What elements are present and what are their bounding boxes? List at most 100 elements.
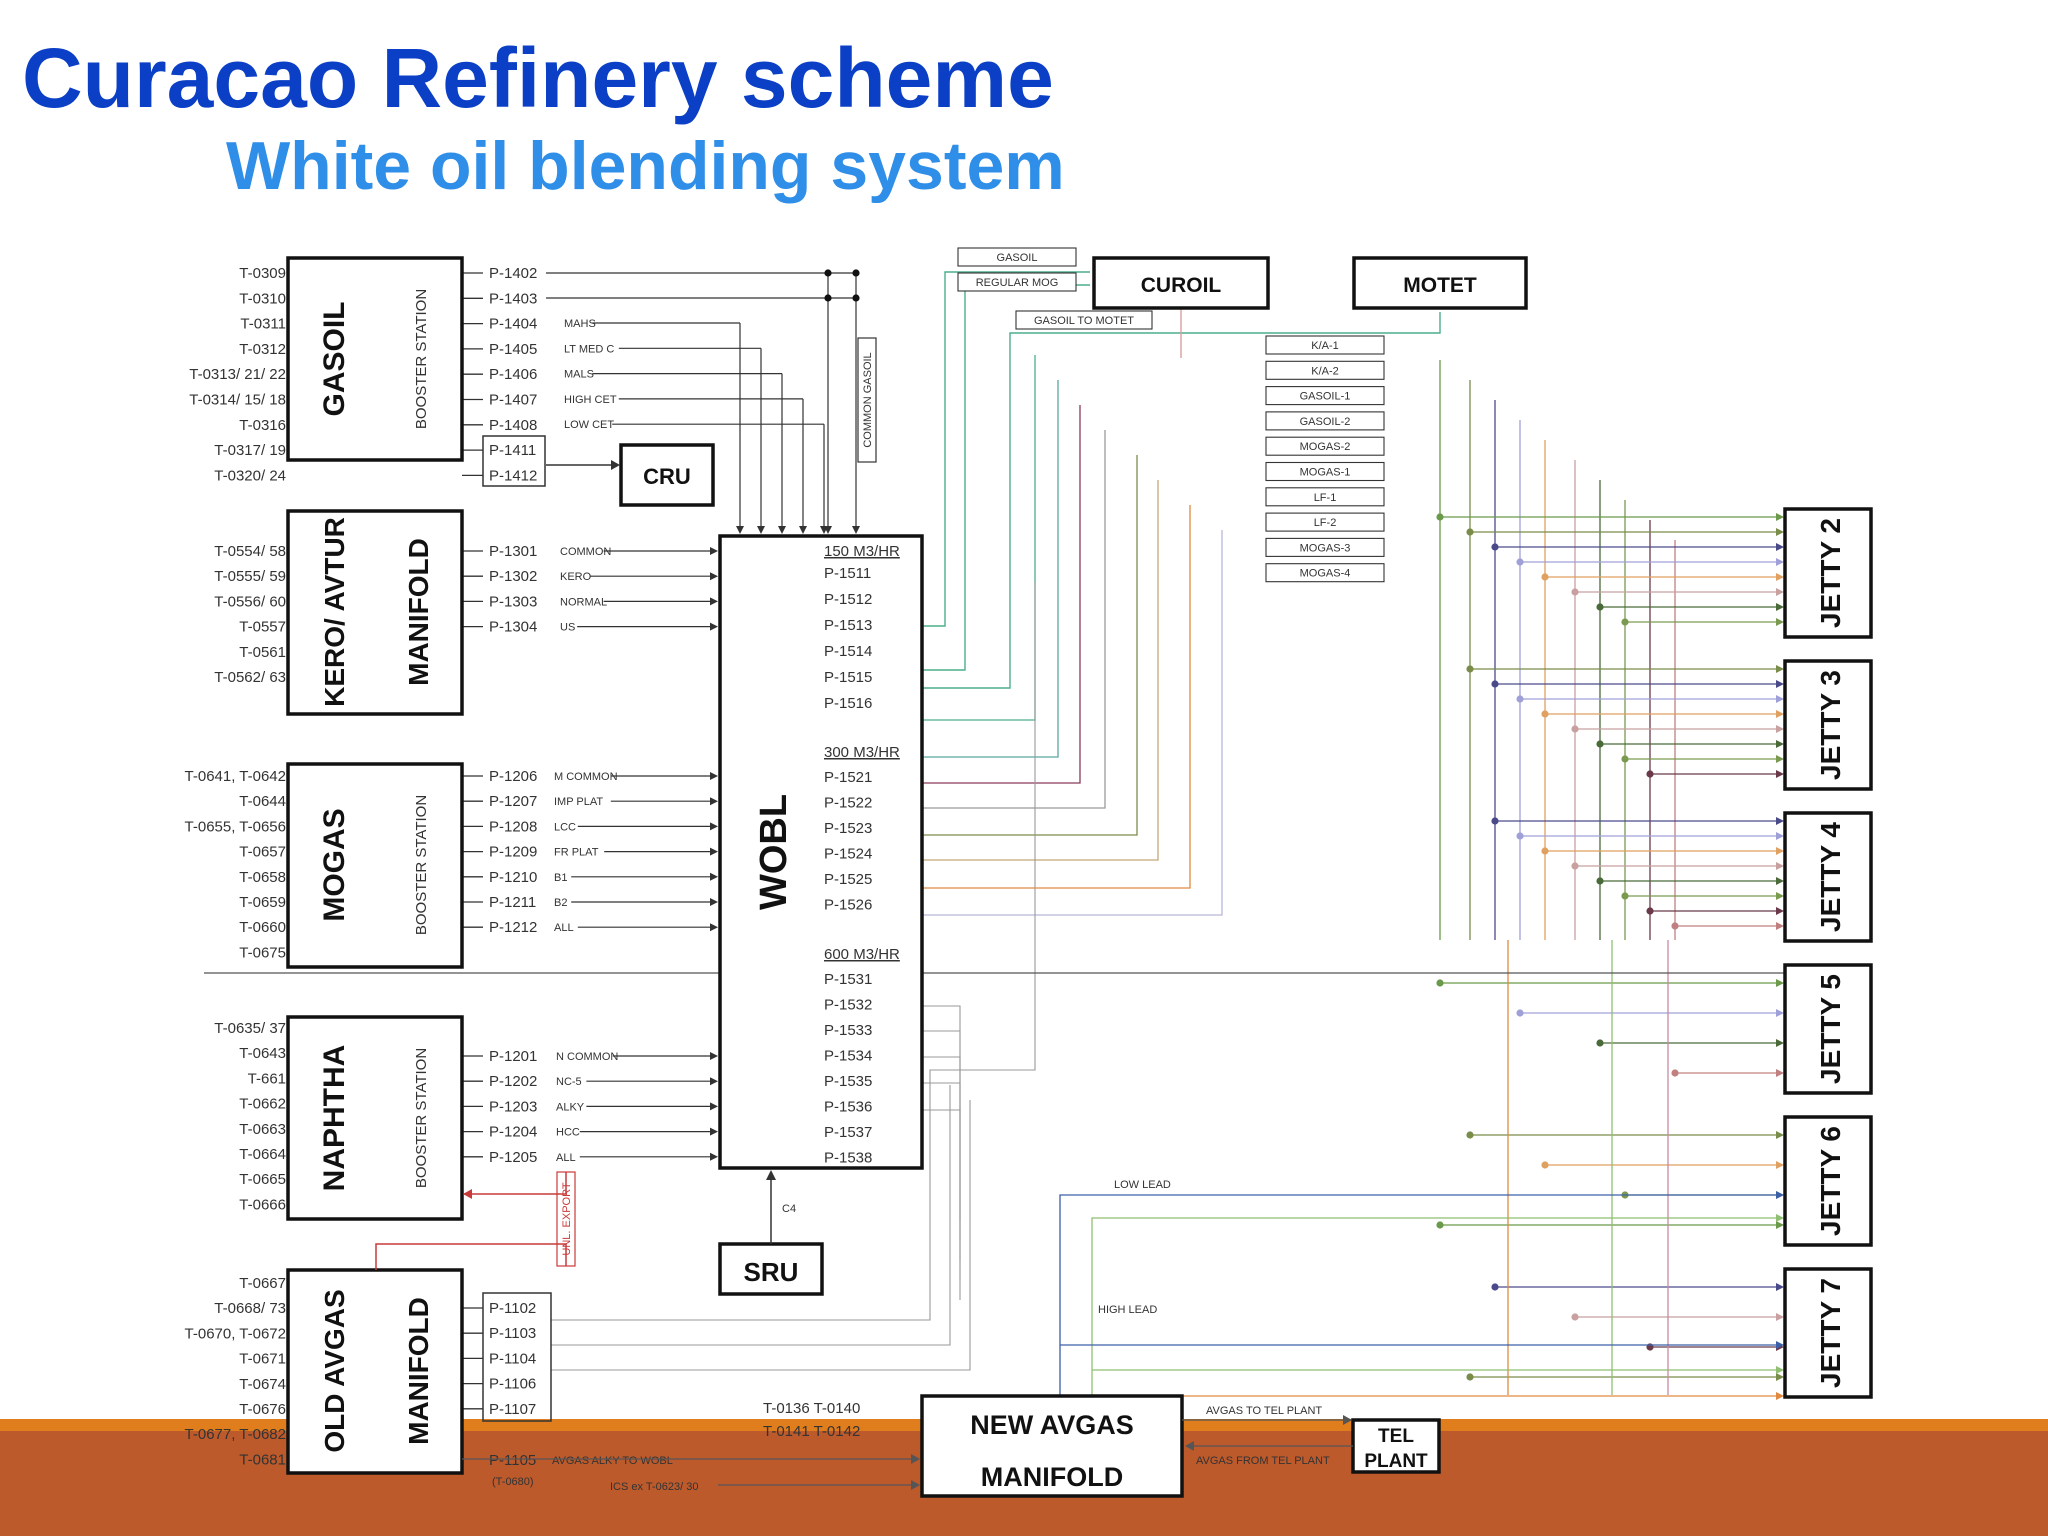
wobl-pump-2-1: P-1532 — [824, 997, 872, 1014]
top-label-0: GASOIL — [997, 252, 1038, 264]
naphtha-tank-1: T-0643 — [239, 1045, 286, 1062]
gasoil-tag-4: LOW CET — [564, 419, 614, 431]
kero-tank-2: T-0556/ 60 — [214, 593, 286, 610]
gasoil-tank-3: T-0312 — [239, 341, 286, 358]
wobl-pump-0-5: P-1516 — [824, 695, 872, 712]
kero-pump-2: P-1303 — [489, 593, 537, 610]
old-avgas-manifold-label: MANIFOLD — [403, 1297, 434, 1445]
mogas-tank-6: T-0660 — [239, 919, 286, 936]
wobl-pump-0-4: P-1515 — [824, 669, 872, 686]
low-lead-label: LOW LEAD — [1114, 1179, 1171, 1191]
avgas-pump-0: P-1102 — [489, 1300, 536, 1317]
old-avgas-label: OLD AVGAS — [319, 1289, 350, 1452]
avgas-pump-1: P-1103 — [489, 1325, 536, 1342]
gasoil-tank-7: T-0317/ 19 — [214, 442, 286, 459]
avgas-tank-6: T-0677, T-0682 — [185, 1426, 286, 1443]
avgas-tank-4: T-0674 — [239, 1376, 286, 1393]
product-label-5: MOGAS-1 — [1300, 467, 1351, 479]
gasoil-pump-5: P-1407 — [489, 392, 537, 409]
mogas-tank-7: T-0675 — [239, 944, 286, 961]
gasoil-pump-2: P-1404 — [489, 316, 537, 333]
mogas-tag-1: IMP PLAT — [554, 796, 603, 808]
avgas-tank-2: T-0670, T-0672 — [185, 1325, 286, 1342]
mogas-pump-2: P-1208 — [489, 818, 537, 835]
wobl-pump-2-7: P-1538 — [824, 1150, 872, 1167]
mogas-pump-4: P-1210 — [489, 869, 537, 886]
wobl-pump-2-6: P-1537 — [824, 1124, 872, 1141]
gasoil-booster-label: BOOSTER STATION — [413, 289, 430, 429]
wobl-label: WOBL — [753, 794, 795, 910]
cru-label: CRU — [643, 464, 691, 489]
wobl-pump-0-3: P-1514 — [824, 643, 872, 660]
jetty-label-4: JETTY 6 — [1815, 1126, 1846, 1236]
ics-label: ICS ex T-0623/ 30 — [610, 1481, 698, 1493]
mogas-tag-3: FR PLAT — [554, 847, 599, 859]
p1105-label: P-1105 — [489, 1452, 536, 1469]
product-label-1: K/A-2 — [1311, 365, 1339, 377]
naphtha-tag-4: ALL — [556, 1152, 576, 1164]
mogas-pump-1: P-1207 — [489, 793, 537, 810]
mogas-tank-2: T-0655, T-0656 — [185, 818, 286, 835]
wobl-pump-2-3: P-1534 — [824, 1048, 872, 1065]
avgas-tank-5: T-0676 — [239, 1401, 286, 1418]
static-diagram: GASOIL BOOSTER STATION KERO/ AVTUR MANIF… — [204, 256, 1862, 1498]
gasoil-label: GASOIL — [318, 301, 351, 416]
mogas-tank-3: T-0657 — [239, 844, 286, 861]
wobl-pump-2-4: P-1535 — [824, 1073, 872, 1090]
tel-label-1: TEL — [1378, 1426, 1414, 1447]
naphtha-box — [286, 1015, 464, 1221]
mogas-pump-6: P-1212 — [489, 919, 537, 936]
avgas-tanks-2: T-0141 T-0142 — [763, 1423, 860, 1440]
naphtha-tank-7: T-0666 — [239, 1196, 286, 1213]
kero-tank-3: T-0557 — [239, 619, 286, 636]
avgas-alky-label: AVGAS ALKY TO WOBL — [552, 1455, 673, 1467]
wobl-header-600: 600 M3/HR — [824, 946, 900, 963]
wobl-pump-2-0: P-1531 — [824, 971, 872, 988]
naphtha-pump-3: P-1204 — [489, 1124, 537, 1141]
avgas-to-tel: AVGAS TO TEL PLANT — [1206, 1405, 1322, 1417]
common-gasoil-label: COMMON GASOIL — [862, 352, 874, 447]
naphtha-label: NAPHTHA — [318, 1045, 351, 1192]
kero-manifold-label: MANIFOLD — [403, 538, 434, 686]
kero-tag-1: KERO — [560, 571, 592, 583]
gasoil-pump-6: P-1408 — [489, 417, 537, 434]
kero-tank-0: T-0554/ 58 — [214, 543, 286, 560]
avgas-pump-3: P-1106 — [489, 1376, 536, 1393]
gasoil-tag-1: LT MED C — [564, 343, 614, 355]
mogas-tank-5: T-0659 — [239, 894, 286, 911]
product-label-4: MOGAS-2 — [1300, 441, 1351, 453]
wobl-pump-0-0: P-1511 — [824, 565, 871, 582]
gasoil-tag-3: HIGH CET — [564, 394, 617, 406]
gasoil-tank-4: T-0313/ 21/ 22 — [189, 366, 286, 383]
naphtha-booster-label: BOOSTER STATION — [413, 1048, 430, 1188]
gasoil-pump-7: P-1411 — [489, 442, 536, 459]
mogas-tank-0: T-0641, T-0642 — [185, 768, 286, 785]
curoil-box — [1092, 256, 1270, 310]
wobl-pump-1-4: P-1525 — [824, 871, 872, 888]
product-label-3: GASOIL-2 — [1300, 416, 1351, 428]
mogas-pump-5: P-1211 — [489, 894, 536, 911]
naphtha-tank-0: T-0635/ 37 — [214, 1020, 286, 1037]
sru-label: SRU — [744, 1257, 799, 1287]
page-title: Curacao Refinery scheme — [22, 31, 1054, 125]
kero-tag-0: COMMON — [560, 546, 611, 558]
connector-lines — [462, 269, 1784, 1410]
gasoil-pump-4: P-1406 — [489, 366, 537, 383]
gasoil-pump-1: P-1403 — [489, 290, 537, 307]
product-label-0: K/A-1 — [1311, 340, 1339, 352]
gasoil-tank-6: T-0316 — [239, 417, 286, 434]
naphtha-tag-3: HCC — [556, 1127, 580, 1139]
avgas-from-tel: AVGAS FROM TEL PLANT — [1196, 1455, 1330, 1467]
unl-export-label: UNL. EXPORT — [561, 1182, 573, 1255]
avgas-pump-4: P-1107 — [489, 1401, 536, 1418]
mogas-tag-0: M COMMON — [554, 771, 618, 783]
new-avgas-label-2: MANIFOLD — [981, 1462, 1123, 1492]
kero-pump-1: P-1302 — [489, 568, 537, 585]
sru-box — [718, 1242, 824, 1296]
mogas-box — [286, 762, 464, 969]
wobl-pump-1-3: P-1524 — [824, 846, 872, 863]
wobl-pump-1-5: P-1526 — [824, 897, 872, 914]
kero-tag-3: US — [560, 622, 575, 634]
mogas-tag-6: ALL — [554, 922, 574, 934]
naphtha-tank-6: T-0665 — [239, 1171, 286, 1188]
